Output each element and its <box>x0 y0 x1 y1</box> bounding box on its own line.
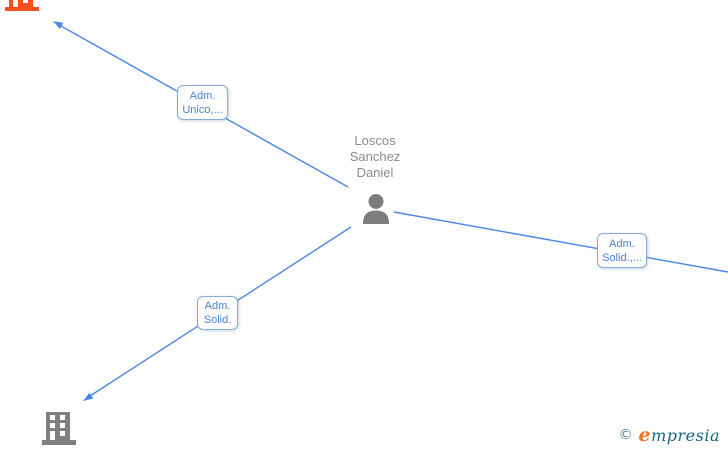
person-name-line: Sanchez <box>349 149 401 164</box>
edge-label-adm-unico[interactable]: Adm. Unico,... <box>177 85 228 120</box>
edge-label-line: Solid. <box>203 314 232 326</box>
brand-rest: mpresia <box>651 426 720 445</box>
person-node[interactable] <box>362 194 390 224</box>
edge-label-line: Unico,... <box>182 103 223 116</box>
building-icon <box>42 412 76 445</box>
person-name-line: Daniel <box>356 165 394 180</box>
arrowhead-bottom-left <box>83 392 94 401</box>
edge-label-line: Adm. <box>189 89 216 102</box>
person-icon <box>363 194 389 224</box>
person-name: Loscos Sanchez Daniel <box>325 133 425 181</box>
arrowhead-top-left <box>53 21 64 29</box>
edge-label-adm-solid-left[interactable]: Adm. Solid. <box>197 296 238 330</box>
brand-initial: e <box>638 424 652 446</box>
company-node-bottom-left[interactable] <box>42 412 76 445</box>
building-icon <box>5 0 39 11</box>
copyright-icon: © <box>618 427 633 443</box>
person-name-line: Loscos <box>354 133 396 148</box>
edge-line-adm-solid-right <box>393 211 728 273</box>
edge-label-adm-solid-right[interactable]: Adm. Solid.,... <box>597 233 647 268</box>
edge-label-line: Solid.,... <box>602 251 642 264</box>
brand-logo: empresia <box>639 424 721 446</box>
edge-label-line: Adm. <box>204 300 231 312</box>
edge-label-line: Adm. <box>609 237 635 250</box>
watermark: © empresia <box>619 424 721 446</box>
company-node-top-left[interactable] <box>5 0 41 11</box>
